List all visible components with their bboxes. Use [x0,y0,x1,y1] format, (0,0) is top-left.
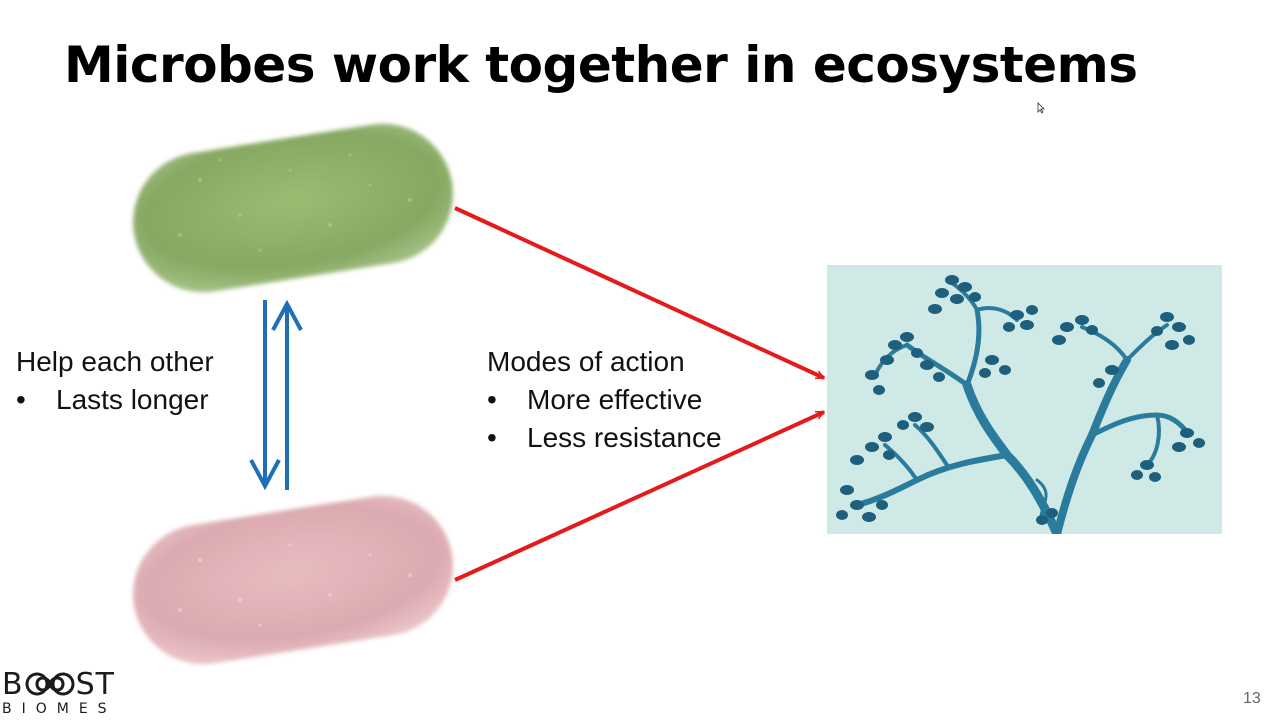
logo-letter-b: B [2,667,24,702]
right-heading: Modes of action [487,343,722,381]
right-bullet-text: Less resistance [527,422,722,453]
logo-letters-st: ST [76,667,115,702]
logo-wordmark: B ST [2,668,115,700]
left-bullet-text: Lasts longer [56,384,209,415]
left-heading: Help each other [16,343,214,381]
right-bullet-text: More effective [527,384,702,415]
left-text-block: Help each other •Lasts longer [16,343,214,419]
branching-fungus-icon [827,265,1222,534]
right-bullet: •More effective [487,381,722,419]
fungus-image [827,265,1222,534]
boost-biomes-logo: B ST BIOMES [2,668,142,718]
infinity-loop-icon [24,670,76,698]
pink-rod-bacterium-icon [123,486,463,675]
logo-subtext: BIOMES [2,701,117,717]
right-text-block: Modes of action •More effective •Less re… [487,343,722,457]
bidirectional-arrow-icon [251,300,301,490]
green-rod-bacterium-icon [123,114,463,303]
right-bullet: •Less resistance [487,419,722,457]
page-number: 13 [1243,690,1261,708]
mouse-cursor-icon [1037,102,1045,114]
left-bullet: •Lasts longer [16,381,214,419]
